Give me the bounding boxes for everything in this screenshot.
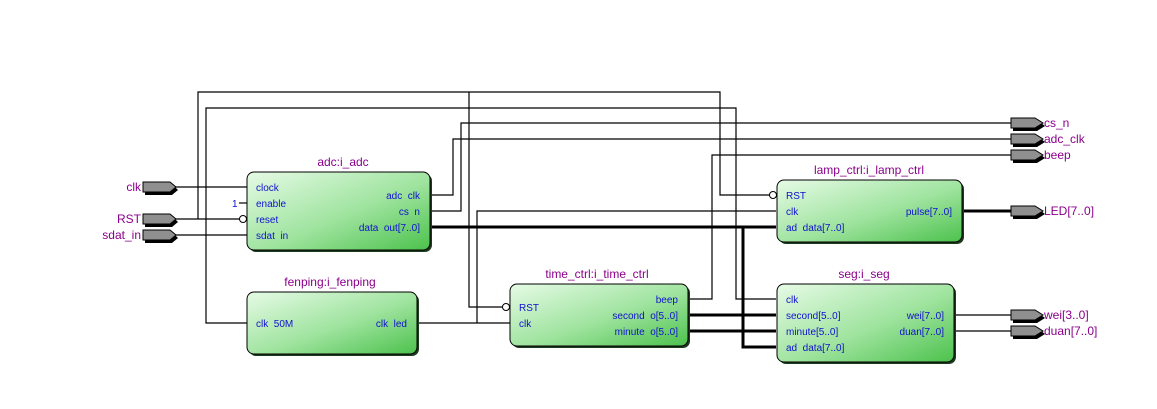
- input-pin-rst[interactable]: RST: [117, 212, 178, 227]
- port-minute-o: minute o[5..0]: [615, 327, 679, 338]
- port-sdat-in: sdat in: [256, 231, 288, 242]
- port-data-out: data out[7..0]: [359, 223, 420, 234]
- port-second-o: second o[5..0]: [612, 311, 678, 322]
- instance-label: adc:i_adc: [317, 155, 368, 169]
- port-rst: RST: [519, 303, 539, 314]
- output-pin-wei[interactable]: wei[3..0]: [1010, 308, 1089, 323]
- instance-label: lamp_ctrl:i_lamp_ctrl: [814, 163, 924, 177]
- wire-clk-led[interactable]: [418, 210, 776, 324]
- input-pin-label: RST: [117, 212, 142, 226]
- port-adc-clk: adc clk: [386, 191, 421, 202]
- port-rst: RST: [786, 191, 806, 202]
- input-pin-label: sdat_in: [102, 228, 141, 242]
- port-enable: enable: [256, 199, 286, 210]
- instance-label: seg:i_seg: [838, 267, 889, 281]
- output-pin-label: LED[7..0]: [1044, 204, 1094, 218]
- wire-adc-clk[interactable]: [430, 138, 1011, 196]
- port-clock: clock: [256, 183, 280, 194]
- output-pin-label: cs_n: [1044, 116, 1069, 130]
- wire-rst[interactable]: [175, 91, 776, 308]
- port-reset: reset: [256, 215, 278, 226]
- instance-label: fenping:i_fenping: [284, 275, 375, 289]
- port-beep: beep: [656, 295, 679, 306]
- port-duan: duan[7..0]: [900, 327, 945, 338]
- input-pin-clk[interactable]: clk: [126, 180, 178, 195]
- output-pin-cs-n[interactable]: cs_n: [1010, 116, 1069, 131]
- output-pin-adc-clk[interactable]: adc_clk: [1010, 132, 1086, 147]
- wire-clk[interactable]: [175, 107, 776, 324]
- inverter-bubble: [239, 215, 247, 223]
- port-clk-50m: clk 50M: [256, 319, 293, 330]
- port-ad-data: ad data[7..0]: [786, 223, 845, 234]
- bus-ad-data[interactable]: [430, 225, 776, 349]
- block-adc[interactable]: adc:i_adc clock enable reset sdat in adc…: [232, 155, 432, 252]
- port-pulse: pulse[7..0]: [906, 207, 952, 218]
- block-lamp-ctrl[interactable]: lamp_ctrl:i_lamp_ctrl RST clk ad data[7.…: [769, 163, 965, 244]
- block-seg[interactable]: seg:i_seg clk second[5..0] minute[5..0] …: [776, 267, 956, 364]
- wire-cs-n[interactable]: [430, 122, 1011, 212]
- port-ad-data: ad data[7..0]: [786, 343, 845, 354]
- output-pin-duan[interactable]: duan[7..0]: [1010, 324, 1097, 339]
- inverter-bubble: [502, 303, 510, 311]
- block-fenping[interactable]: fenping:i_fenping clk 50M clk led: [246, 275, 419, 356]
- wires: [175, 91, 1011, 349]
- port-clk: clk: [786, 207, 799, 218]
- instance-label: time_ctrl:i_time_ctrl: [545, 267, 648, 281]
- output-pin-label: duan[7..0]: [1044, 324, 1097, 338]
- output-pin-label: beep: [1044, 148, 1071, 162]
- output-pin-label: adc_clk: [1044, 132, 1086, 146]
- port-clk: clk: [519, 319, 532, 330]
- port-minute: minute[5..0]: [786, 327, 838, 338]
- output-pin-led[interactable]: LED[7..0]: [1010, 204, 1094, 219]
- block-time-ctrl[interactable]: time_ctrl:i_time_ctrl RST clk beep secon…: [502, 267, 691, 348]
- port-wei: wei[7..0]: [906, 311, 944, 322]
- port-clk-led: clk led: [376, 319, 407, 330]
- input-pin-label: clk: [126, 180, 142, 194]
- enable-constant: 1: [232, 199, 238, 210]
- port-second: second[5..0]: [786, 311, 841, 322]
- input-pin-sdat-in[interactable]: sdat_in: [102, 228, 178, 243]
- port-clk: clk: [786, 295, 799, 306]
- inverter-bubble: [769, 191, 777, 199]
- output-pin-label: wei[3..0]: [1043, 308, 1089, 322]
- output-pin-beep[interactable]: beep: [1010, 148, 1071, 163]
- port-cs-n: cs n: [399, 207, 420, 218]
